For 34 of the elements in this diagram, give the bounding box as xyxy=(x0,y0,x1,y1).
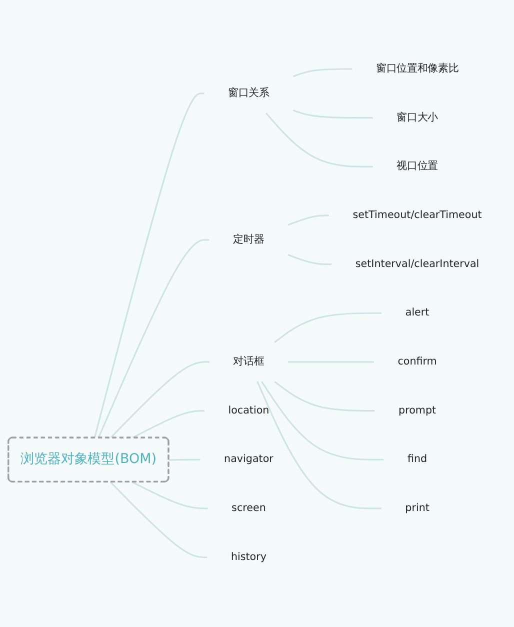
node-text: alert xyxy=(405,307,430,320)
connector xyxy=(292,110,373,119)
node-text: setInterval/clearInterval xyxy=(355,258,480,270)
node-text: print xyxy=(405,502,430,515)
node-text: 定时器 xyxy=(233,234,264,246)
connector xyxy=(288,362,374,364)
node-text: 窗口位置和像素比 xyxy=(376,63,459,76)
connector xyxy=(256,382,382,510)
connector xyxy=(110,482,208,558)
connector xyxy=(98,239,210,439)
node-text: prompt xyxy=(398,404,436,417)
connector xyxy=(94,92,204,439)
connector xyxy=(274,381,375,412)
connector xyxy=(265,112,373,168)
connector xyxy=(288,215,329,226)
node-text: 视口位置 xyxy=(396,160,438,173)
connector xyxy=(274,312,382,344)
node-text: navigator xyxy=(224,454,274,466)
node-text: setTimeout/clearTimeout xyxy=(352,210,482,222)
node-text: 对话框 xyxy=(233,356,264,368)
connector xyxy=(168,459,200,462)
node-text: find xyxy=(407,454,428,466)
node-text: 窗口大小 xyxy=(396,112,438,124)
connector xyxy=(292,68,352,78)
connector xyxy=(261,382,384,461)
node-text: 窗口关系 xyxy=(228,88,270,100)
connector xyxy=(132,482,208,510)
node-text: confirm xyxy=(398,356,437,368)
connector xyxy=(288,254,332,266)
node-text: location xyxy=(228,404,270,417)
node-text: history xyxy=(230,551,266,564)
node-text: screen xyxy=(232,502,266,515)
connector xyxy=(132,410,204,440)
connector xyxy=(110,362,210,439)
